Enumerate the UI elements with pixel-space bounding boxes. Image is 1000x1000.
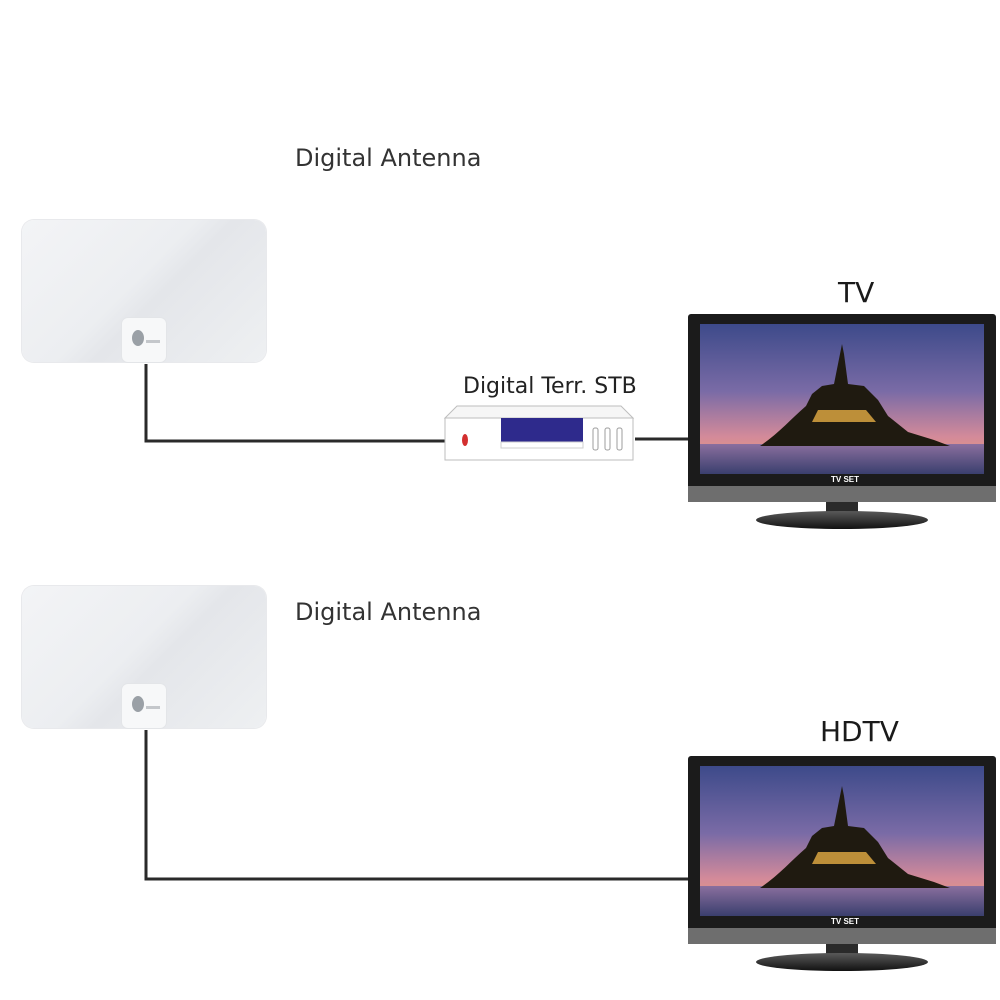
bottom-antenna-cable — [144, 730, 690, 881]
top-antenna-label: Digital Antenna — [295, 144, 482, 172]
top-tv: TV SET — [688, 314, 996, 529]
top-digital-antenna — [22, 220, 266, 362]
tv-brand-label: TV SET — [831, 917, 859, 926]
bottom-hdtv: TV SET — [688, 756, 996, 971]
top-tv-label: TV — [838, 276, 875, 309]
castle-island-icon — [760, 344, 950, 446]
set-top-box — [443, 405, 635, 461]
antenna-logo-icon — [122, 318, 166, 362]
power-led-icon — [462, 434, 468, 446]
antenna-logo-icon — [122, 684, 166, 728]
bottom-digital-antenna — [22, 586, 266, 728]
stb-display-icon — [501, 418, 583, 442]
top-antenna-cable — [144, 364, 446, 443]
stb-label: Digital Terr. STB — [463, 374, 637, 399]
bottom-antenna-label: Digital Antenna — [295, 598, 482, 626]
tv-stand — [756, 511, 928, 529]
tv-stand — [756, 953, 928, 971]
tv-brand-label: TV SET — [831, 475, 859, 484]
bottom-tv-label: HDTV — [820, 715, 899, 748]
castle-island-icon — [760, 786, 950, 888]
